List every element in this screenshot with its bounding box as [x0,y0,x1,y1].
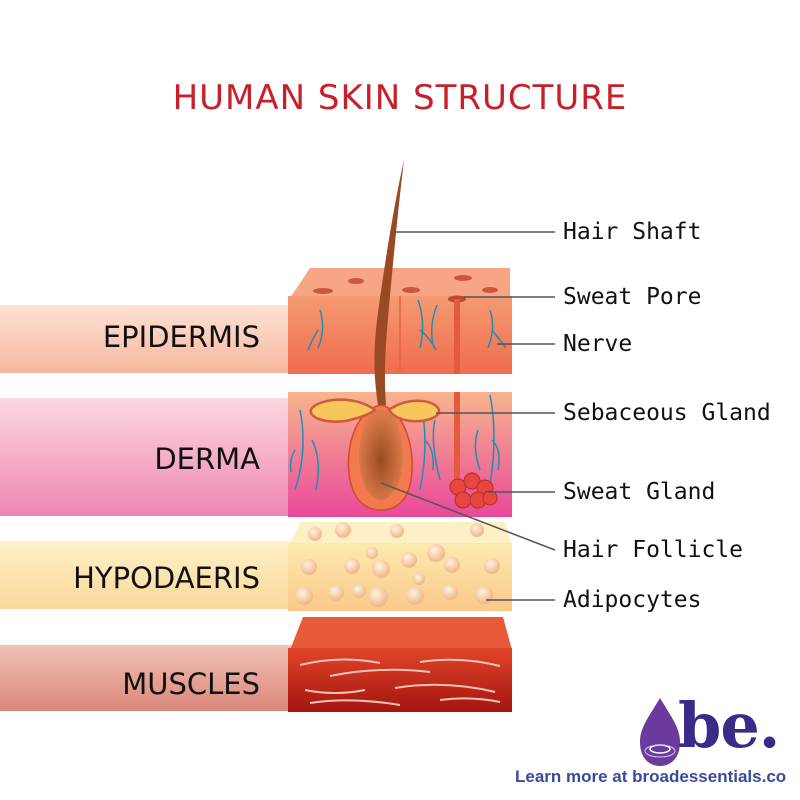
hair-shaft [374,160,404,405]
brand-drop-icon [640,698,680,766]
muscle-band [0,645,292,711]
sebaceous-gland [309,398,441,423]
muscle-block [288,617,512,712]
callout-nerve: Nerve [563,331,633,357]
nerve-fibers [307,299,507,351]
callout-sebaceous-gland: Sebaceous Gland [563,400,771,426]
adipocytes [295,522,500,607]
brand-logo-text: be. [678,689,780,762]
layer-label-epidermis: EPIDERMIS [102,320,260,354]
epidermis-block [288,268,512,374]
layer-label-hypodermis: HYPODAERIS [73,561,260,595]
callout-adipocytes: Adipocytes [563,587,702,613]
derma-band [0,398,292,516]
callout-sweat-pore: Sweat Pore [563,284,702,310]
sweat-duct [454,299,460,374]
callout-sweat-gland: Sweat Gland [563,479,716,505]
callout-hair-shaft: Hair Shaft [563,219,702,245]
derma-block [288,392,512,517]
hypodermis-band [0,541,292,609]
footer-link[interactable]: Learn more at broadessentials.co [515,767,787,786]
layer-label-derma: DERMA [154,442,260,476]
muscle-fibers [299,658,501,706]
layer-label-muscles: MUSCLES [122,667,260,701]
epidermis-band [0,305,292,373]
hypodermis-block [288,522,512,611]
callout-hair-follicle: Hair Follicle [563,537,744,563]
leader-lines [380,231,556,601]
sweat-gland [449,472,498,509]
diagram-title: HUMAN SKIN STRUCTURE [172,78,628,118]
